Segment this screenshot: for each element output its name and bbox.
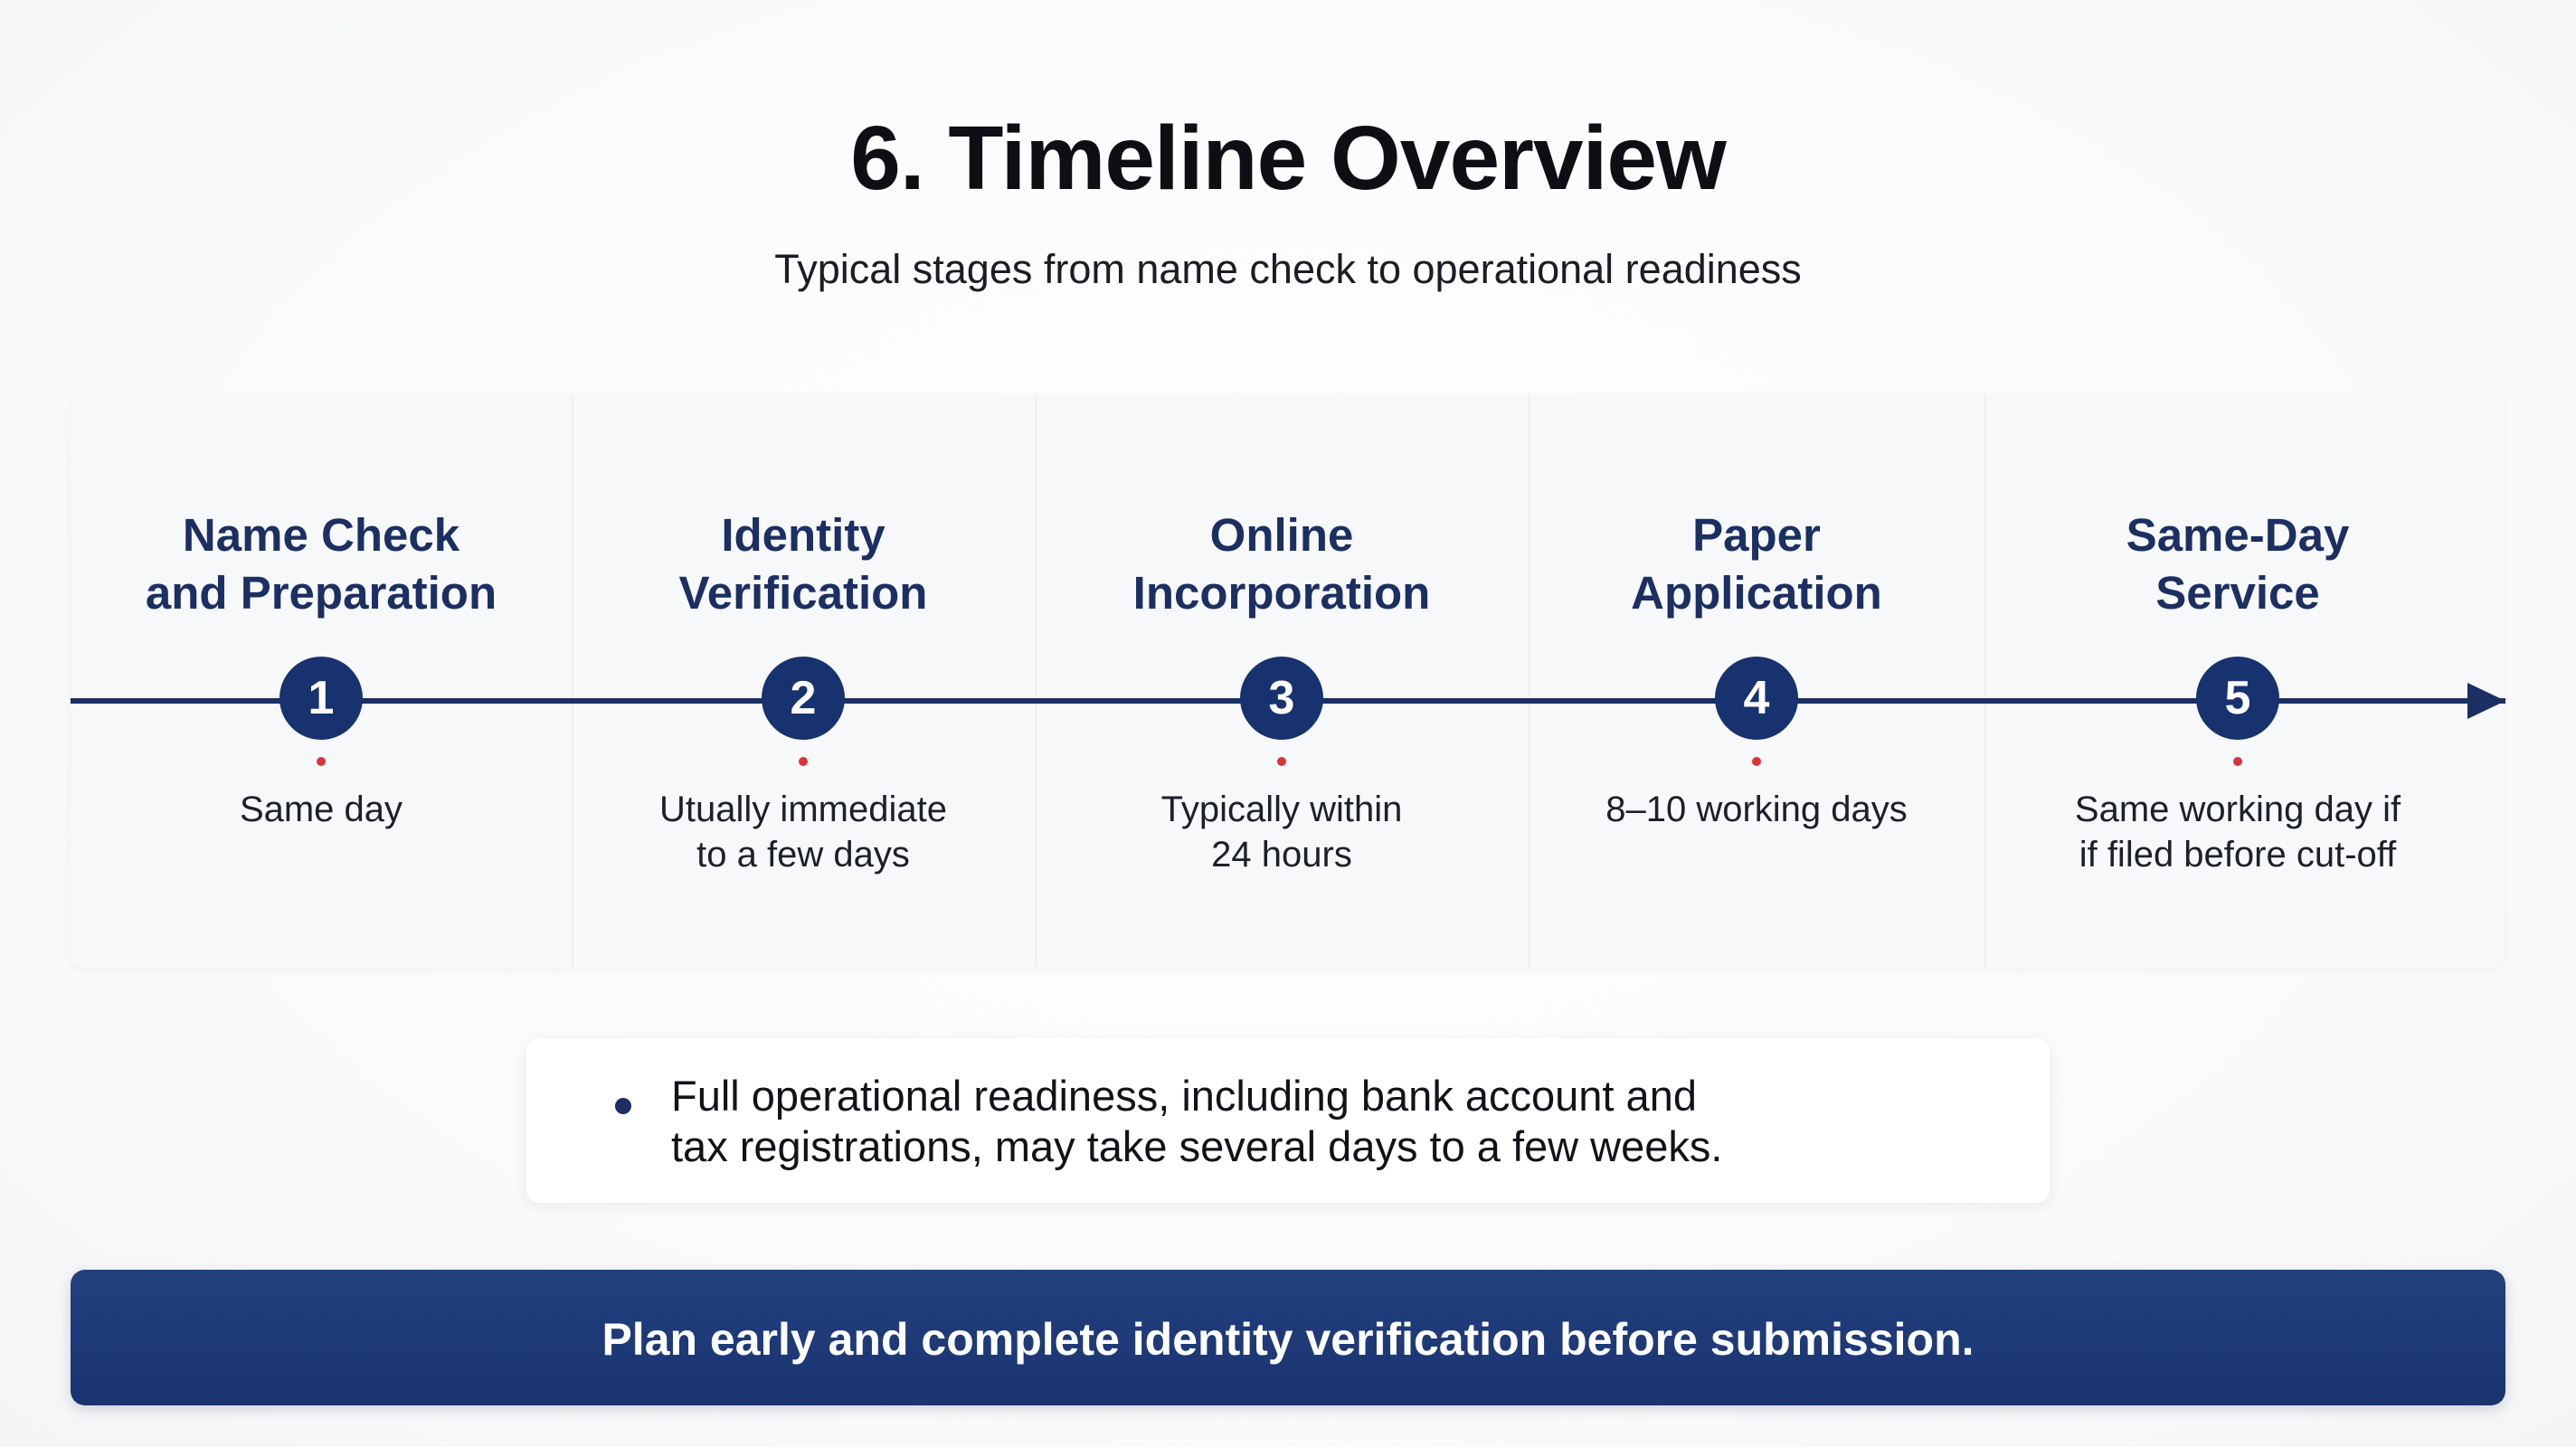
stage-title-4: Paper Application: [1631, 509, 1882, 619]
arrow-right-icon: [2467, 683, 2505, 719]
stage-duration-5: Same working day if if filed before cut-…: [2074, 790, 2401, 875]
stage-dot-2: [799, 757, 808, 766]
stage-marker-1: 1: [279, 657, 363, 740]
stage-column-5: Same-Day Service 5 Same working day if i…: [1984, 394, 2491, 968]
note-text: Full operational readiness, including ba…: [671, 1072, 1723, 1170]
stage-title-3: Online Incorporation: [1132, 509, 1431, 619]
stage-duration-3: Typically within 24 hours: [1160, 790, 1403, 875]
stage-dot-1: [317, 757, 326, 766]
stage-column-3: Online Incorporation 3 Typically within …: [1035, 394, 1530, 968]
stage-title-2: Identity Verification: [678, 509, 928, 619]
stage-marker-5: 5: [2196, 657, 2279, 740]
banner-text: Plan early and complete identity verific…: [601, 1314, 1975, 1365]
stage-column-4: Paper Application 4 8–10 working days: [1529, 394, 1986, 968]
stage-marker-4: 4: [1715, 657, 1798, 740]
stage-title-5: Same-Day Service: [2126, 509, 2350, 619]
stage-dot-5: [2233, 757, 2242, 766]
page-title: 6. Timeline Overview: [850, 108, 1727, 209]
stage-column-1: Name Check and Preparation 1 Same day: [71, 394, 573, 968]
stage-title-1: Name Check and Preparation: [145, 509, 497, 619]
callout-banner: Plan early and complete identity verific…: [71, 1270, 2505, 1405]
stage-column-2: Identity Verification 2 Utually immediat…: [572, 394, 1037, 968]
stage-duration-2: Utually immediate to a few days: [659, 790, 947, 875]
timeline-panel: Name Check and Preparation 1 Same day Id…: [71, 394, 2504, 968]
stage-marker-2: 2: [762, 657, 845, 740]
stage-duration-4: 8–10 working days: [1605, 790, 1908, 829]
page-subtitle: Typical stages from name check to operat…: [774, 246, 1802, 292]
stage-duration-1: Same day: [239, 790, 403, 829]
note-card: Full operational readiness, including ba…: [526, 1038, 2050, 1203]
stage-dot-3: [1277, 757, 1286, 766]
bullet-icon: [615, 1098, 631, 1114]
stage-dot-4: [1752, 757, 1761, 766]
stage-marker-3: 3: [1240, 657, 1323, 740]
